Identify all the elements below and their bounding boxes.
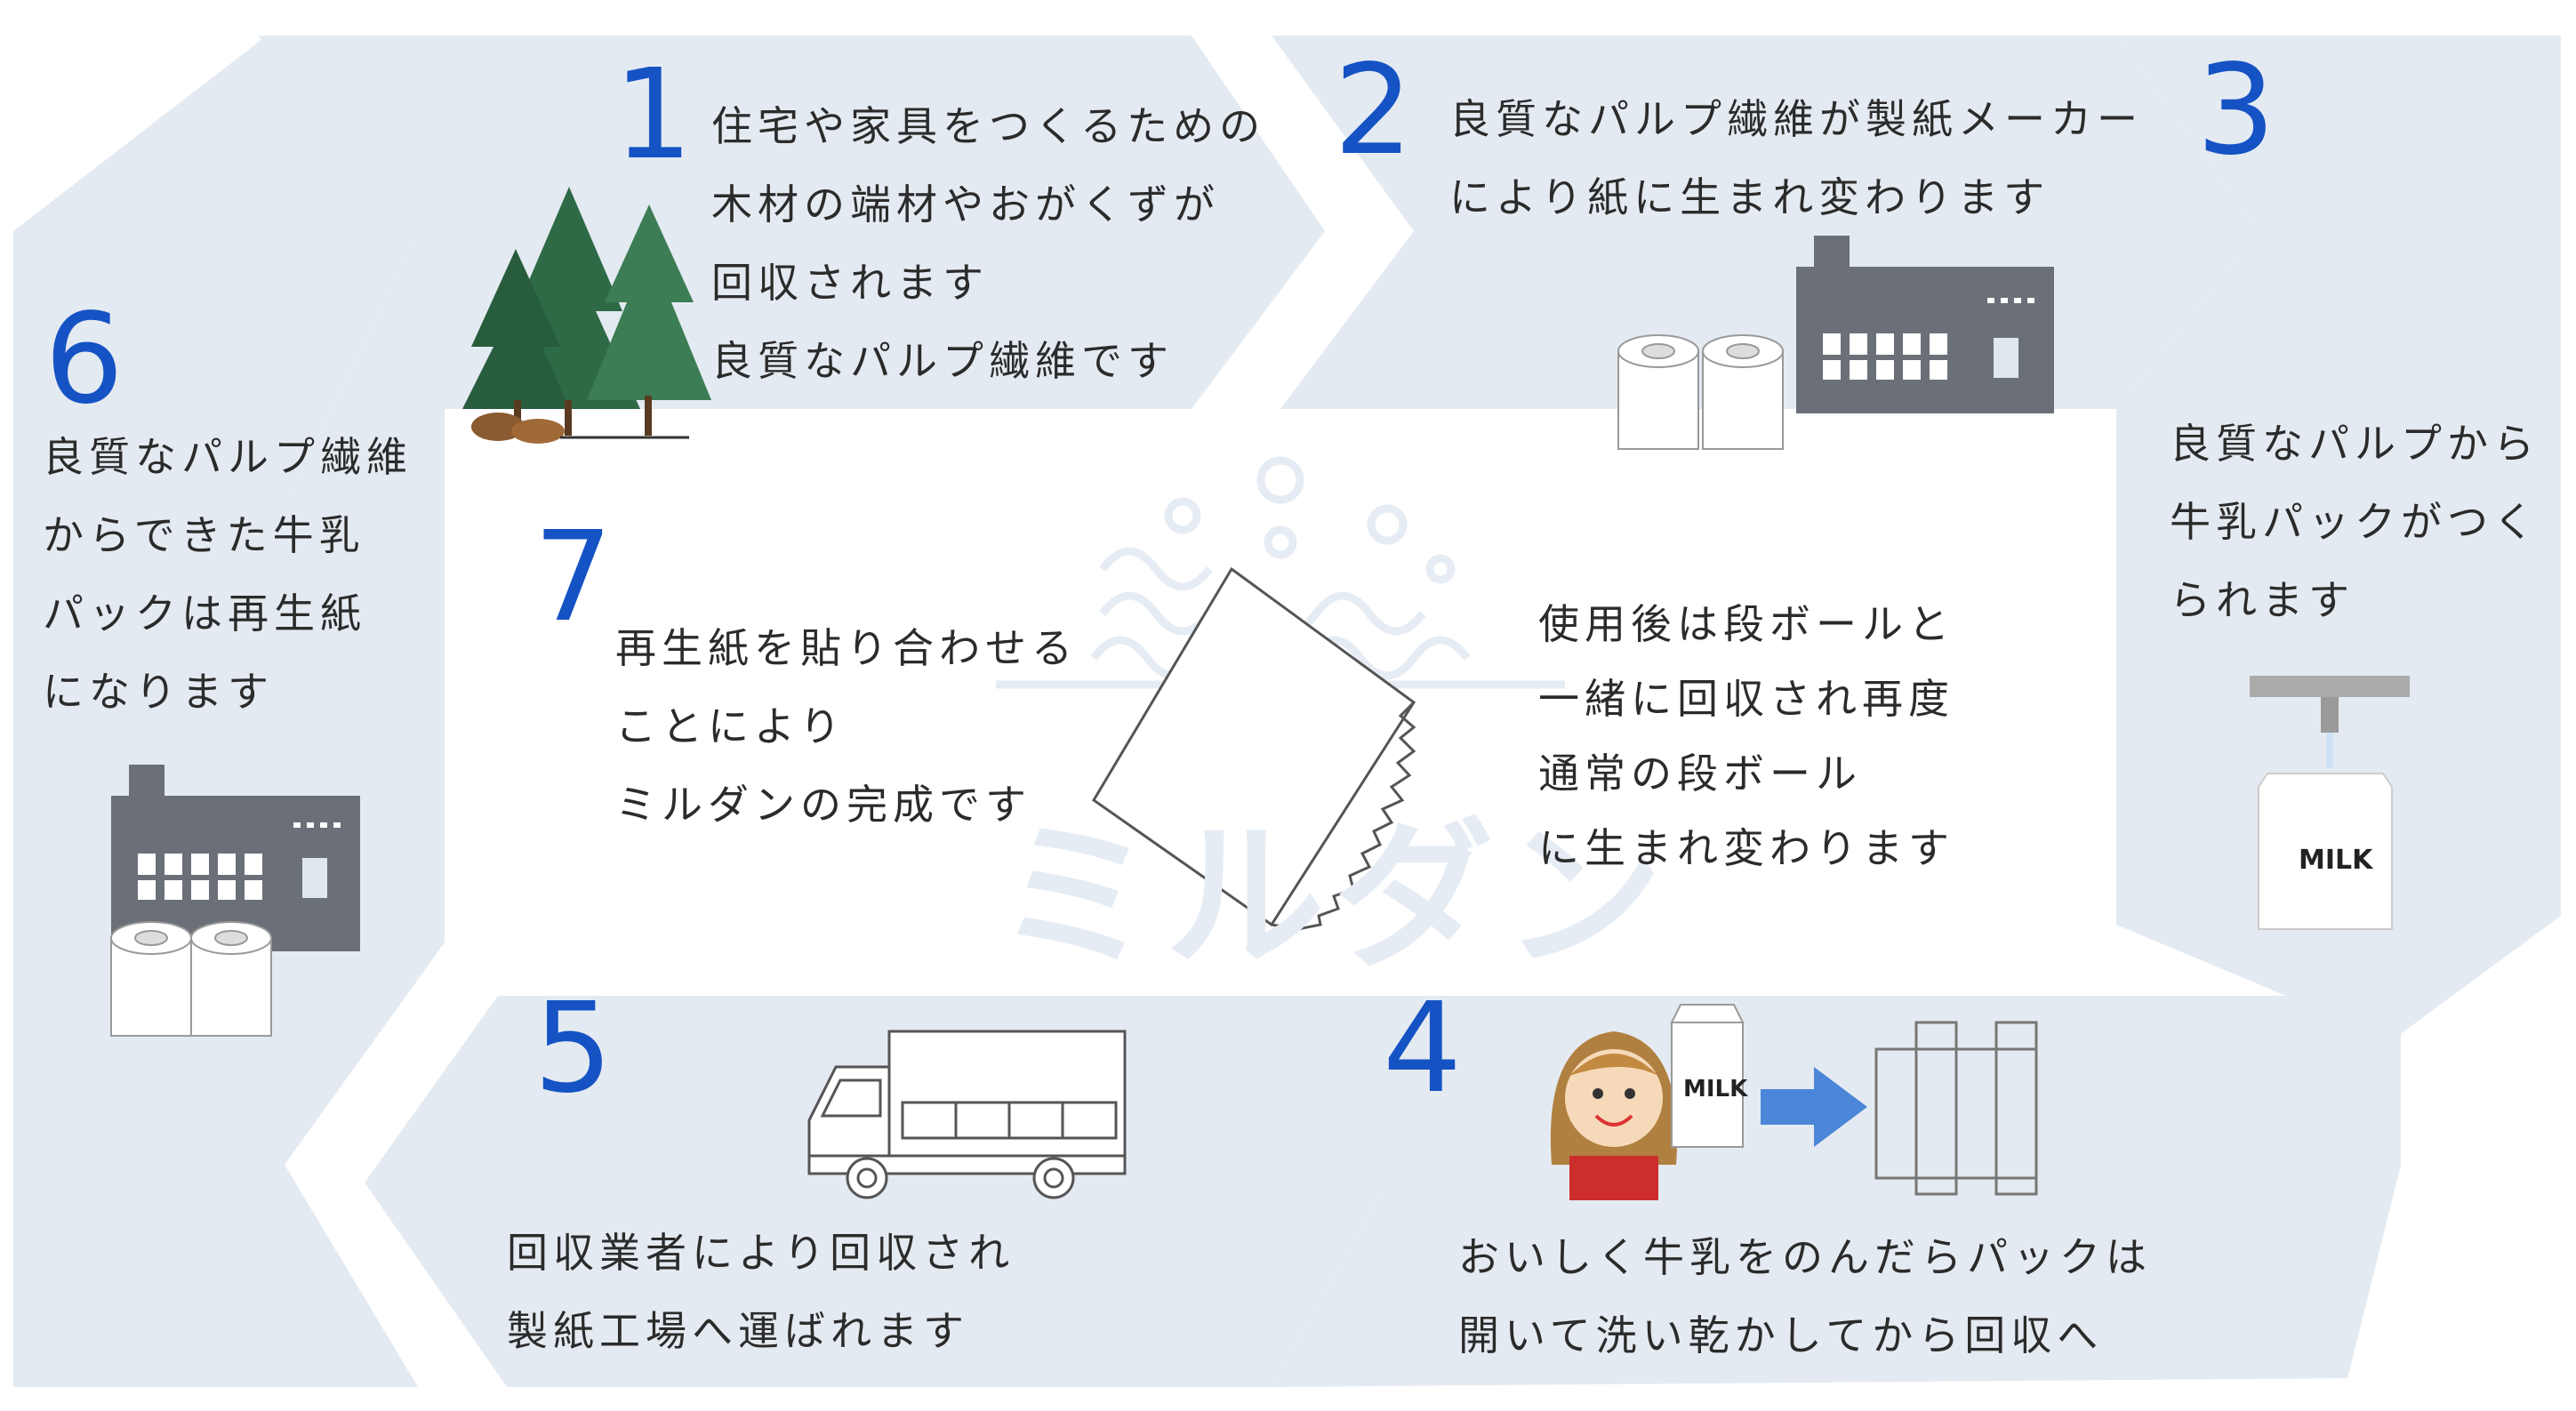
milk-carton-machine	[2250, 676, 2410, 930]
milk-carton-4	[1670, 1004, 1745, 1148]
step-number-5: 5	[534, 976, 614, 1121]
step-4-line: 開いて洗い乾かしてから回収へ	[1458, 1311, 2104, 1359]
step-4-line: おいしく牛乳をのんだらパックは	[1458, 1233, 2152, 1281]
opened-cartons	[1874, 1021, 2038, 1196]
trees-illustration	[462, 187, 711, 444]
step-number-1: 1	[614, 43, 694, 188]
band-step-6	[13, 36, 445, 1387]
step-text-7-right: 使用後は段ボールと 一緒に回収され再度 通常の段ボール に生まれ変わります	[1538, 587, 1954, 886]
watermark-logo: ミルダン	[996, 805, 1673, 990]
step-number-6: 6	[44, 287, 124, 432]
step-2-line: 良質なパルプ繊維が製紙メーカー	[1449, 95, 2143, 143]
carton-label-4: MILK	[1683, 1076, 1748, 1102]
step-7-line: ことにより	[615, 702, 847, 750]
step-7-line: 通常の段ボール	[1538, 750, 1862, 798]
step-5-line: 回収業者により回収され	[507, 1229, 1015, 1277]
step-3-line: 牛乳パックがつく	[2170, 498, 2540, 546]
step-7-line: 一緒に回収され再度	[1538, 675, 1954, 723]
step-number-2: 2	[1334, 38, 1414, 183]
truck-illustration	[807, 1030, 1127, 1199]
step-6-line: になります	[43, 668, 274, 716]
step-1-line: 良質なパルプ繊維です	[711, 337, 1174, 385]
step-number-7: 7	[534, 505, 614, 650]
step-1-line: 住宅や家具をつくるための	[711, 102, 1266, 150]
step-3-line: られます	[2170, 576, 2355, 624]
step-7-line: に生まれ変わります	[1538, 824, 1954, 872]
factory-illustration-2	[1796, 236, 2054, 413]
step-number-3: 3	[2196, 38, 2276, 183]
step-text-1: 住宅や家具をつくるための 木材の端材やおがくずが 回収されます 良質なパルプ繊維…	[711, 87, 1265, 400]
step-text-3: 良質なパルプから 牛乳パックがつく られます	[2170, 405, 2540, 639]
step-5-line: 製紙工場へ運ばれます	[507, 1307, 969, 1355]
step-7-line: 使用後は段ボールと	[1538, 600, 1954, 648]
step-2-line: により紙に生まれ変わります	[1449, 173, 2050, 221]
girl-illustration	[1550, 1031, 1678, 1200]
step-6-line: パックは再生紙	[43, 589, 366, 637]
step-text-4: おいしく牛乳をのんだらパックは 開いて洗い乾かしてから回収へ	[1458, 1218, 2152, 1375]
paper-rolls-6	[110, 921, 272, 1037]
step-number-4: 4	[1383, 976, 1463, 1121]
step-7-line: ミルダンの完成です	[615, 781, 1031, 829]
step-6-line: からできた牛乳	[43, 511, 365, 559]
step-text-6: 良質なパルプ繊維 からできた牛乳 パックは再生紙 になります	[43, 418, 413, 731]
paper-rolls-2	[1617, 334, 1784, 450]
step-text-7-left: 再生紙を貼り合わせる ことにより ミルダンの完成です	[615, 609, 1078, 844]
step-7-line: 再生紙を貼り合わせる	[615, 624, 1078, 672]
band-step-4	[1254, 996, 2401, 1387]
step-text-2: 良質なパルプ繊維が製紙メーカー により紙に生まれ変わります	[1449, 80, 2143, 237]
step-1-line: 回収されます	[711, 259, 989, 307]
corrugated-sheet	[1091, 566, 1416, 931]
step-1-line: 木材の端材やおがくずが	[711, 180, 1220, 228]
carton-label-3: MILK	[2299, 845, 2373, 876]
band-step-3	[2116, 36, 2561, 1040]
arrow-right	[1761, 1067, 1867, 1147]
step-6-line: 良質なパルプ繊維	[43, 433, 413, 481]
step-text-5: 回収業者により回収され 製紙工場へ運ばれます	[507, 1214, 1015, 1370]
step-3-line: 良質なパルプから	[2170, 420, 2540, 468]
